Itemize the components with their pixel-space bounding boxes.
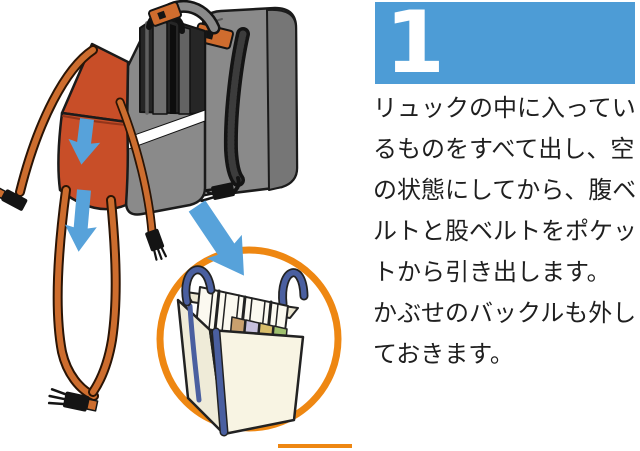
tote-bag [176, 265, 309, 437]
inset-circle [156, 246, 342, 437]
step-number: 1 [385, 0, 445, 93]
orange-dash [278, 444, 352, 448]
instruction-text: リュックの中に入ってい るものをすべて出し、空 の状態にしてから、腹ベ ルトと股… [373, 94, 637, 368]
backpack-illustration [0, 0, 352, 448]
down-arrow-belt-icon [64, 189, 97, 252]
backpack-back-view [193, 6, 299, 203]
belt-clip-icon [47, 388, 99, 412]
top-strap [148, 0, 221, 35]
top-buckle-icon [148, 1, 182, 27]
side-clip-icon [145, 228, 167, 261]
step-number-box: 1 [375, 0, 635, 93]
down-arrow-to-inset-icon [188, 200, 244, 276]
backpack-front-view [57, 10, 207, 216]
open-compartments [139, 15, 206, 115]
front-flap [57, 42, 130, 211]
belts [0, 45, 167, 412]
left-buckle-icon [0, 186, 28, 211]
down-arrow-flap-icon [68, 118, 101, 165]
